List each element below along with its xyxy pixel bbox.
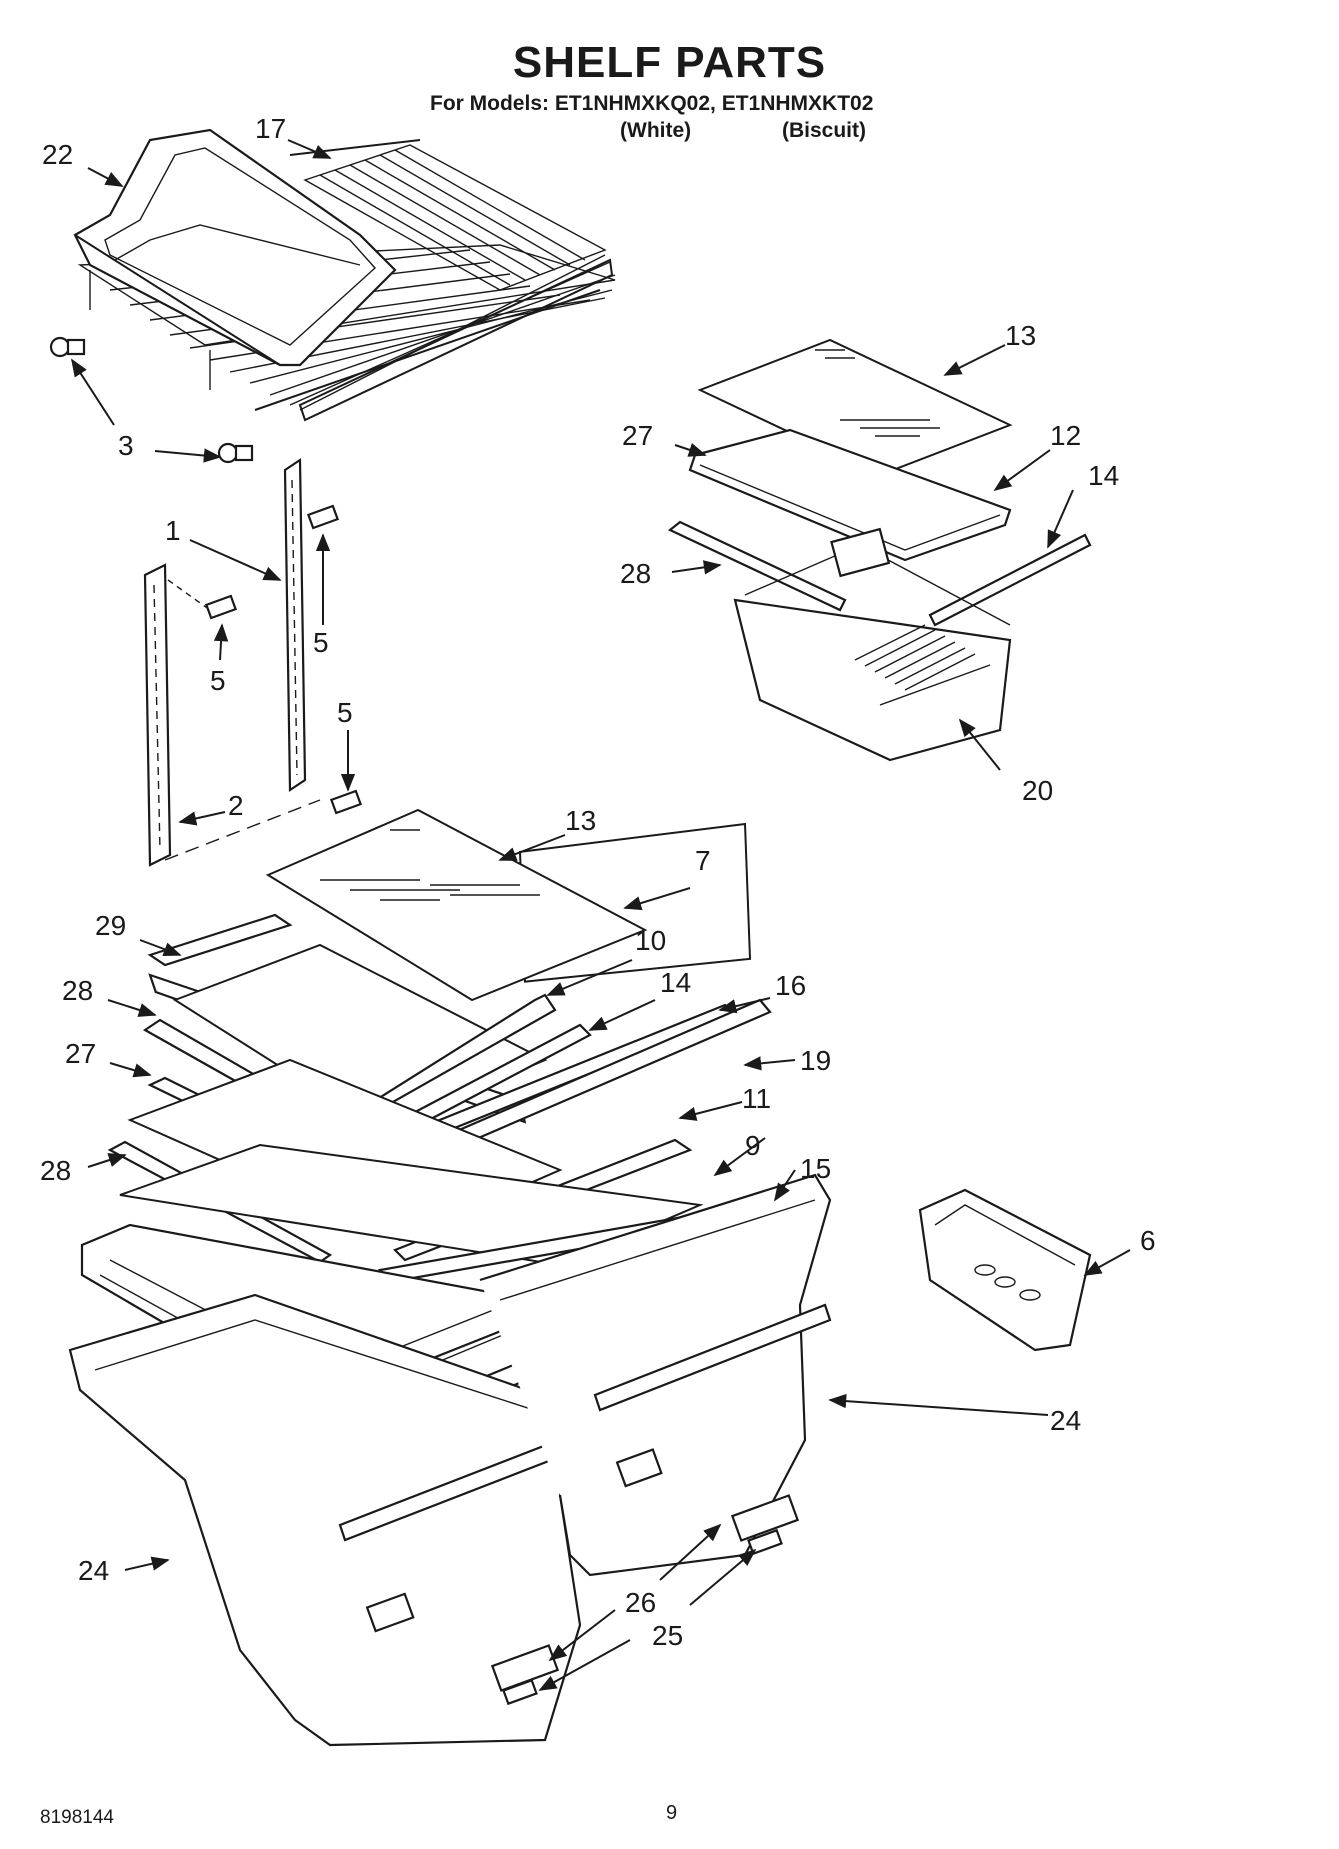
callout-27-upper: 27 <box>622 420 653 451</box>
door-bin-part <box>918 1188 1092 1352</box>
callout-15: 15 <box>800 1153 831 1184</box>
callout-6: 6 <box>1140 1225 1156 1256</box>
callout-3: 3 <box>118 430 134 461</box>
callout-28-middle: 28 <box>62 975 93 1006</box>
callout-17: 17 <box>255 113 286 144</box>
callout-24-right: 24 <box>1050 1405 1081 1436</box>
shelf-ladder-parts <box>143 457 321 867</box>
drawer-label-parts <box>490 1494 800 1706</box>
callout-5-left: 5 <box>210 665 226 696</box>
color-biscuit-label: (Biscuit) <box>782 119 866 142</box>
callout-29: 29 <box>95 910 126 941</box>
callout-10: 10 <box>635 925 666 956</box>
shelf-end-cap-part <box>49 336 254 464</box>
models-line: For Models: ET1NHMXKQ02, ET1NHMXKT02 <box>430 92 874 115</box>
crisper-drawer-part <box>68 1173 832 1747</box>
callout-14-upper: 14 <box>1088 460 1119 491</box>
callout-26: 26 <box>625 1587 656 1618</box>
callout-7: 7 <box>695 845 711 876</box>
dairy-bin-part <box>73 128 397 367</box>
callout-labels: 22 17 3 1 5 5 5 2 13 27 12 14 28 20 13 7… <box>40 113 1156 1651</box>
callout-2: 2 <box>228 790 244 821</box>
callout-24-left: 24 <box>78 1555 109 1586</box>
color-white-label: (White) <box>620 119 692 142</box>
callout-16: 16 <box>775 970 806 1001</box>
page-title: SHELF PARTS <box>512 38 827 87</box>
callout-14-lower: 14 <box>660 967 691 998</box>
callout-leaders <box>71 139 1131 1691</box>
page-number: 9 <box>666 1802 678 1824</box>
callout-5-lower: 5 <box>337 697 353 728</box>
callout-13-upper: 13 <box>1005 320 1036 351</box>
callout-28-lower: 28 <box>40 1155 71 1186</box>
callout-22: 22 <box>42 139 73 170</box>
callout-28-upper: 28 <box>620 558 651 589</box>
callout-13-lower: 13 <box>565 805 596 836</box>
shelf-frame-parts <box>107 913 793 1284</box>
callout-19: 19 <box>800 1045 831 1076</box>
callout-11: 11 <box>742 1083 771 1114</box>
callout-12: 12 <box>1050 420 1081 451</box>
callout-20: 20 <box>1022 775 1053 806</box>
callout-5-upper: 5 <box>313 627 329 658</box>
callout-9: 9 <box>745 1130 761 1161</box>
page-header: SHELF PARTS For Models: ET1NHMXKQ02, ET1… <box>0 0 1339 150</box>
callout-1: 1 <box>165 515 181 546</box>
callout-25: 25 <box>652 1620 683 1651</box>
callout-27-lower: 27 <box>65 1038 96 1069</box>
document-number: 8198144 <box>40 1807 114 1828</box>
deli-drawer-assembly <box>667 338 1092 762</box>
screw-part <box>204 504 363 815</box>
